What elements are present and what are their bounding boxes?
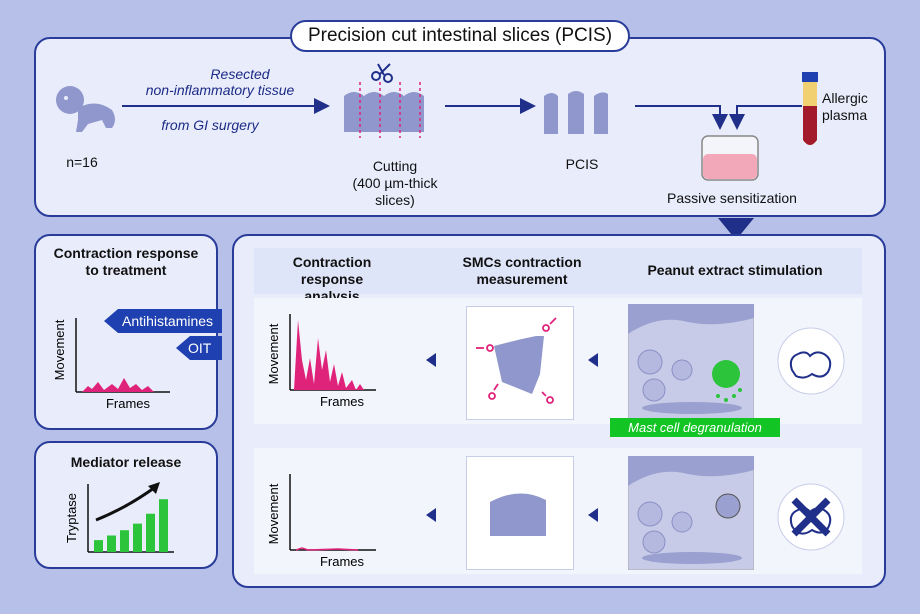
pcis-label: PCIS — [565, 156, 599, 172]
tryptase-chart: Tryptase — [66, 482, 174, 553]
culture-dish-icon — [701, 135, 759, 181]
treatment-movement-trace — [82, 378, 154, 392]
treatment-x-label: Frames — [106, 396, 151, 410]
down-arrow-icon — [718, 218, 754, 240]
arrow-left-icon — [426, 353, 436, 367]
tryptase-bar — [94, 540, 103, 552]
sample-size: n=16 — [66, 154, 98, 170]
tryptase-bar — [146, 513, 155, 552]
intestinal-tissue-control — [628, 456, 754, 570]
page-title: Precision cut intestinal slices (PCIS) — [290, 20, 630, 52]
contraction-treatment-title: Contraction response to treatment — [53, 245, 199, 278]
tissue-cutting-graphic — [344, 63, 424, 138]
mediator-release-title: Mediator release — [70, 454, 182, 470]
treatment-tag-antihistamines: Antihistamines — [104, 309, 222, 333]
infant-icon — [56, 86, 115, 132]
column-header-band — [254, 248, 862, 294]
arrow-left-icon — [588, 508, 598, 522]
sensitization-label: Passive sensitization — [667, 190, 797, 206]
tissue-label-1: Resected — [210, 66, 270, 82]
tryptase-bar — [120, 530, 129, 552]
pcis-slices-graphic — [544, 91, 608, 134]
plasma-label: Allergic plasma — [822, 90, 868, 123]
smc-contracting-graphic — [476, 317, 557, 404]
stimulated-movement-chart: Movement Frames — [268, 314, 376, 409]
treatment-y-label: Movement — [54, 319, 67, 380]
arrow-left-icon — [426, 508, 436, 522]
cutting-label: Cutting (400 µm-thick slices) — [352, 158, 438, 208]
stimulated-y-label: Movement — [268, 323, 281, 384]
stimulated-x-label: Frames — [320, 394, 365, 409]
tryptase-bar — [107, 535, 116, 552]
tissue-label-3: from GI surgery — [161, 117, 259, 133]
arrow-left-icon — [588, 353, 598, 367]
scissors-icon — [371, 63, 393, 83]
tryptase-bar — [133, 523, 142, 552]
mast-cell-degranulation-label: Mast cell degranulation — [610, 418, 780, 437]
tryptase-bar — [159, 499, 168, 552]
tryptase-y-label: Tryptase — [66, 493, 79, 543]
control-movement-trace — [295, 547, 359, 551]
top-arrows — [122, 98, 802, 130]
plasma-tube-icon — [802, 72, 818, 145]
control-movement-chart: Movement Frames — [268, 474, 376, 569]
intestinal-tissue-stimulated — [628, 304, 754, 420]
peanut-icon — [777, 327, 845, 395]
smc-relaxed-graphic — [490, 493, 546, 536]
no-peanut-icon — [777, 483, 845, 551]
control-y-label: Movement — [268, 483, 281, 544]
treatment-movement-chart: Movement Frames — [54, 318, 170, 410]
col-smc-measurement: SMCs contraction measurement — [462, 254, 582, 287]
control-x-label: Frames — [320, 554, 365, 569]
tissue-label-2: non-inflammatory tissue — [145, 82, 295, 98]
col-peanut-stimulation: Peanut extract stimulation — [647, 262, 823, 278]
stimulated-movement-trace — [294, 320, 364, 390]
